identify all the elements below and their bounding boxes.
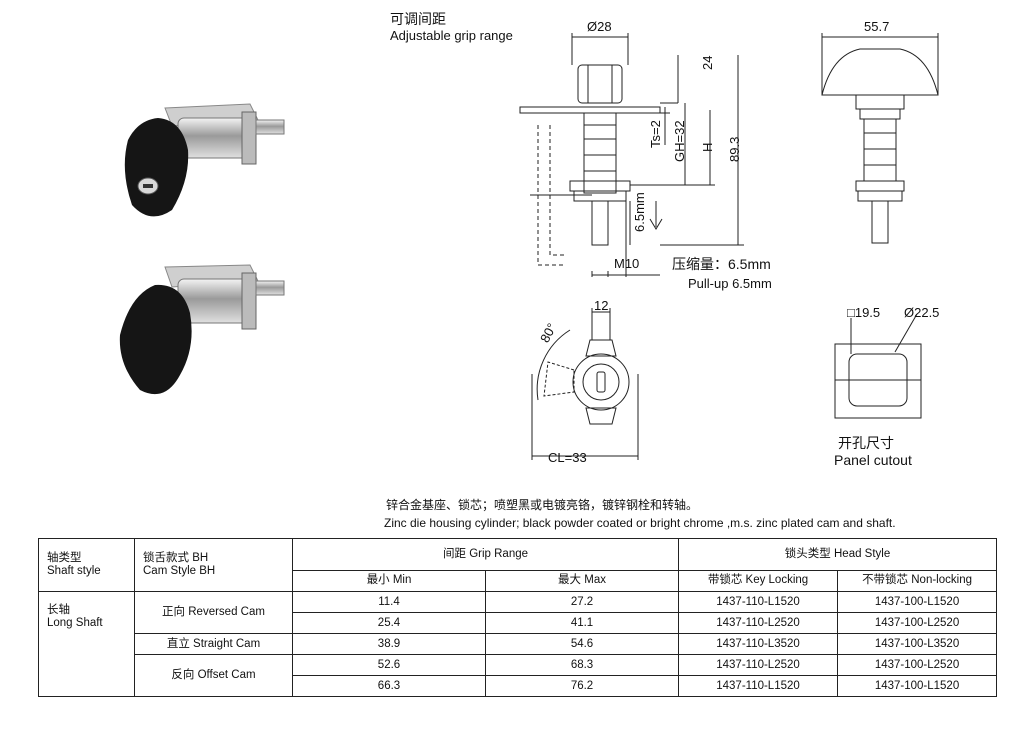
dim-stroke: 6.5mm — [632, 192, 647, 232]
cell-min: 52.6 — [292, 654, 486, 676]
header-non-locking: 不带锁芯 Non-locking — [837, 569, 998, 593]
table-row: 长轴 Long Shaft 正向 Reversed Cam 11.4 27.2 … — [38, 591, 998, 697]
dim-ts: Ts=2 — [648, 120, 663, 148]
cell-key-part: 1437-110-L1520 — [678, 591, 839, 613]
cell-key-part: 1437-110-L3520 — [678, 633, 839, 655]
cell-max: 76.2 — [484, 675, 680, 697]
cell-max: 27.2 — [484, 591, 680, 613]
dim-gh: GH=32 — [672, 120, 687, 162]
table-subheader-row: 最小 Min 最大 Max 带锁芯 Key Locking 不带锁芯 Non-l… — [39, 569, 998, 593]
grip-range-cn-caption: 可调间距 — [390, 11, 446, 27]
header-cam-en: Cam Style BH — [143, 565, 216, 577]
header-cam-style: 锁舌款式 BH Cam Style BH — [134, 538, 293, 592]
cell-min: 11.4 — [292, 591, 486, 613]
cell-min: 25.4 — [292, 612, 486, 634]
product-photo-lower — [119, 264, 285, 395]
header-cam-cn: 锁舌款式 BH — [143, 552, 209, 564]
header-min: 最小 Min — [292, 569, 486, 593]
shaft-long-cn: 长轴 — [47, 604, 70, 616]
cam-reversed: 正向 Reversed Cam — [134, 591, 293, 634]
shaft-long-en: Long Shaft — [47, 617, 103, 629]
dim-square-19-5: □19.5 — [847, 305, 881, 320]
pullup-cn-caption: 压缩量：6.5mm — [672, 256, 771, 272]
dim-cl-33: CL=33 — [548, 450, 587, 465]
pullup-en-caption: Pull-up 6.5mm — [688, 276, 772, 291]
material-description-en: Zinc die housing cylinder; black powder … — [384, 516, 896, 530]
material-description-cn: 锌合金基座、锁芯；喷塑黑或电镀亮铬，镀锌钢栓和转轴。 — [386, 498, 699, 512]
header-shaft-style: 轴类型 Shaft style — [38, 538, 135, 592]
table-header-row: 轴类型 Shaft style 锁舌款式 BH Cam Style BH 间距 … — [38, 538, 998, 592]
side-view-drawing — [519, 33, 744, 277]
spec-table: 轴类型 Shaft style 锁舌款式 BH Cam Style BH 间距 … — [38, 538, 998, 697]
cell-key-part: 1437-110-L2520 — [678, 654, 839, 676]
dim-thread-m10: M10 — [614, 256, 640, 271]
cell-non-part: 1437-100-L1520 — [837, 591, 998, 613]
cell-min: 38.9 — [292, 633, 486, 655]
cell-non-part: 1437-100-L2520 — [837, 612, 998, 634]
cutout-en-caption: Panel cutout — [834, 452, 912, 468]
table-row: 66.3 76.2 1437-110-L1520 1437-100-L1520 — [39, 675, 998, 697]
dim-width-12: 12 — [594, 298, 609, 313]
cell-max: 68.3 — [484, 654, 680, 676]
top-view-drawing — [531, 308, 639, 460]
cell-min: 66.3 — [292, 675, 486, 697]
dim-diameter-22-5: Ø22.5 — [904, 305, 940, 320]
cell-key-part: 1437-110-L1520 — [678, 675, 839, 697]
header-shaft-en: Shaft style — [47, 565, 101, 577]
front-view-drawing — [821, 33, 939, 244]
header-shaft-cn: 轴类型 — [47, 552, 82, 564]
panel-cutout-drawing — [834, 313, 922, 419]
cam-offset: 反向 Offset Cam — [134, 654, 293, 697]
table-row: 25.4 41.1 1437-110-L2520 1437-100-L2520 — [39, 612, 998, 634]
cutout-cn-caption: 开孔尺寸 — [838, 435, 894, 451]
dim-diameter-28: Ø28 — [587, 19, 612, 34]
header-grip-range: 间距 Grip Range — [291, 538, 680, 571]
table-row: 直立 Straight Cam 38.9 54.6 1437-110-L3520… — [39, 633, 998, 655]
cell-max: 41.1 — [484, 612, 680, 634]
header-max: 最大 Max — [484, 569, 680, 593]
cell-max: 54.6 — [484, 633, 680, 655]
dim-width-55-7: 55.7 — [864, 19, 890, 34]
shaft-long: 长轴 Long Shaft — [38, 591, 135, 697]
dim-height-89-3: 89.3 — [727, 136, 742, 162]
cell-non-part: 1437-100-L1520 — [837, 675, 998, 697]
cell-non-part: 1437-100-L3520 — [837, 633, 998, 655]
dim-height-24: 24 — [700, 55, 715, 70]
cell-key-part: 1437-110-L2520 — [678, 612, 839, 634]
header-key-locking: 带锁芯 Key Locking — [678, 569, 839, 593]
cam-straight: 直立 Straight Cam — [134, 633, 293, 655]
dim-h: H — [700, 142, 715, 152]
header-head-style: 锁头类型 Head Style — [678, 538, 998, 571]
table-row: 反向 Offset Cam 52.6 68.3 1437-110-L2520 1… — [39, 654, 998, 697]
cell-non-part: 1437-100-L2520 — [837, 654, 998, 676]
grip-range-en-caption: Adjustable grip range — [390, 28, 513, 43]
product-photo-upper — [124, 103, 285, 217]
